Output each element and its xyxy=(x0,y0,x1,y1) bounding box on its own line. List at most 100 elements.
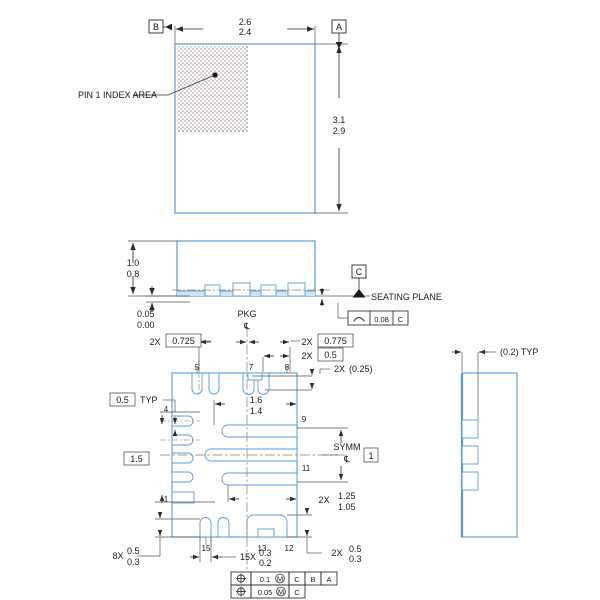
datum-b-label: B xyxy=(153,22,159,32)
standoff-upper: 0.05 xyxy=(137,309,155,319)
dim-16-upper: 1.6 xyxy=(250,395,263,405)
pin-number-7: 7 xyxy=(249,363,254,372)
dim-05typ-value: 0.5 xyxy=(116,395,129,405)
mmc-modifier-letter-2: M xyxy=(278,588,284,597)
lead-pad-5b xyxy=(208,372,220,395)
lead-pad-11 xyxy=(221,472,298,486)
dim-2x-0775: 2X 0.775 xyxy=(248,333,354,372)
lead-pad-2b xyxy=(171,452,194,464)
right-thickness-label: (0.2) TYP xyxy=(500,347,538,357)
pin1-index-area-boundary xyxy=(177,46,248,132)
flatness-datum-ref: C xyxy=(398,315,404,324)
dim-05typ-box xyxy=(109,392,136,407)
dim-2x-125-105: 2X 1.25 1.05 xyxy=(227,485,356,512)
lead-pad-12-13 xyxy=(246,514,288,538)
side-height-lower: 0.8 xyxy=(127,269,140,279)
datum-c-triangle xyxy=(352,289,366,298)
pin1-leader-dot xyxy=(212,72,218,78)
side-view: 1.0 0.8 0.05 0.00 C SEATING PLANE 0.08 C xyxy=(127,240,442,330)
top-width-upper: 2.6 xyxy=(239,17,252,27)
dim-05typ-suffix: TYP xyxy=(140,395,158,405)
lead-pad-3 xyxy=(171,434,194,446)
fcf-datum-cell-1c xyxy=(320,571,338,586)
dim-0775-prefix: 2X xyxy=(301,337,312,347)
dim-15-value: 1.5 xyxy=(130,454,143,464)
dim-15x-upper: 0.3 xyxy=(259,548,272,558)
standoff-lower: 0.00 xyxy=(137,320,155,330)
dim-0725-value: 0.725 xyxy=(172,336,195,346)
dim-2x05-upper: 0.5 xyxy=(349,544,362,554)
right-view-lead-3 xyxy=(461,471,479,491)
side-view-lead xyxy=(260,284,277,297)
dim-0775-box xyxy=(317,333,354,348)
dim-1-value: 1 xyxy=(368,451,373,461)
dim-025-label: 2X (0.25) xyxy=(334,364,373,374)
dim-2x-05: 2X 0.5 xyxy=(262,347,344,372)
fcf-datum-cell-2a xyxy=(288,584,306,599)
fcf-datum-1a: C xyxy=(294,575,300,584)
dim-2x-0725: 2X 0.725 xyxy=(149,333,247,372)
dim-125-lower: 1.05 xyxy=(338,502,356,512)
right-view-lead-2 xyxy=(461,445,479,465)
dim-15x-lower: 0.2 xyxy=(259,558,272,568)
seating-plane-label: SEATING PLANE xyxy=(371,292,442,302)
datum-b-arrow xyxy=(165,23,172,31)
dim-8x-lower: 0.3 xyxy=(127,557,140,567)
datum-b-box xyxy=(148,19,164,34)
lead-pad-6 xyxy=(191,372,203,395)
fcf-datum-1b: B xyxy=(310,575,315,584)
fcf-datum-2a: C xyxy=(294,588,300,597)
dim-0775-value: 0.775 xyxy=(324,336,347,346)
dim-2x-025: 2X (0.25) xyxy=(252,364,373,391)
datum-a-arrow xyxy=(335,42,343,49)
dim-0725-prefix: 2X xyxy=(149,337,160,347)
pin1-index-area-label: PIN 1 INDEX AREA xyxy=(78,90,157,100)
right-view-lead-1 xyxy=(461,419,479,439)
dim-05-prefix: 2X xyxy=(301,351,312,361)
dim-2x05-prefix: 2X xyxy=(331,548,342,558)
lead-notch-bottom xyxy=(257,528,275,538)
flatness-tolerance-value: 0.08 xyxy=(374,315,389,324)
lead-pad-15 xyxy=(199,517,212,538)
pin-number-11: 11 xyxy=(302,464,311,473)
pin-number-4: 4 xyxy=(164,405,169,414)
pin-number-13: 13 xyxy=(258,544,267,553)
dim-2x05-lower: 0.3 xyxy=(349,554,362,564)
dim-125-upper: 1.25 xyxy=(338,491,356,501)
pin-number-15: 15 xyxy=(202,544,211,553)
pin-number-12: 12 xyxy=(285,544,294,553)
dim-16-14: 1.6 1.4 xyxy=(213,395,297,425)
fcf-tol-value-2: 0.05 xyxy=(258,588,273,597)
mmc-modifier-letter-1: M xyxy=(277,575,283,584)
position-icon xyxy=(236,573,246,584)
mmc-modifier-circle-2 xyxy=(276,586,286,597)
pin1-leader-line xyxy=(133,74,216,96)
mmc-modifier-circle-1 xyxy=(275,573,285,584)
dim-16-lower: 1.4 xyxy=(250,406,263,416)
dim-8x-05-03: 8X 0.5 0.3 xyxy=(112,511,200,567)
position-icon xyxy=(236,586,246,597)
top-height-upper: 3.1 xyxy=(333,115,346,125)
side-view-lead xyxy=(204,284,221,297)
top-width-lower: 2.4 xyxy=(239,27,252,37)
dim-025-prefix: 2X xyxy=(334,364,345,374)
feature-control-frames: 0.1 M C B A 0.05 M C xyxy=(230,571,338,599)
symm-label: SYMM xyxy=(334,442,361,452)
dim-05-box xyxy=(317,347,344,362)
dim-125-prefix: 2X xyxy=(318,495,329,505)
dim-05-value: 0.5 xyxy=(324,350,337,360)
fcf-datum-1c: A xyxy=(326,575,331,584)
dim-boxed-1: 1 xyxy=(297,427,379,483)
right-side-view: (0.2) TYP xyxy=(452,347,538,538)
dim-025-value: (0.25) xyxy=(349,364,373,374)
side-height-upper: 1.0 xyxy=(127,258,140,268)
lead-pad-2 xyxy=(171,471,194,483)
dim-8x-upper: 0.5 xyxy=(127,546,140,556)
flatness-control-frame: 0.08 C xyxy=(337,303,409,326)
lead-pad-1 xyxy=(171,491,195,504)
side-view-lead xyxy=(232,282,251,297)
lead-pad-9 xyxy=(221,424,298,438)
dim-8x-prefix: 8X xyxy=(112,551,123,561)
